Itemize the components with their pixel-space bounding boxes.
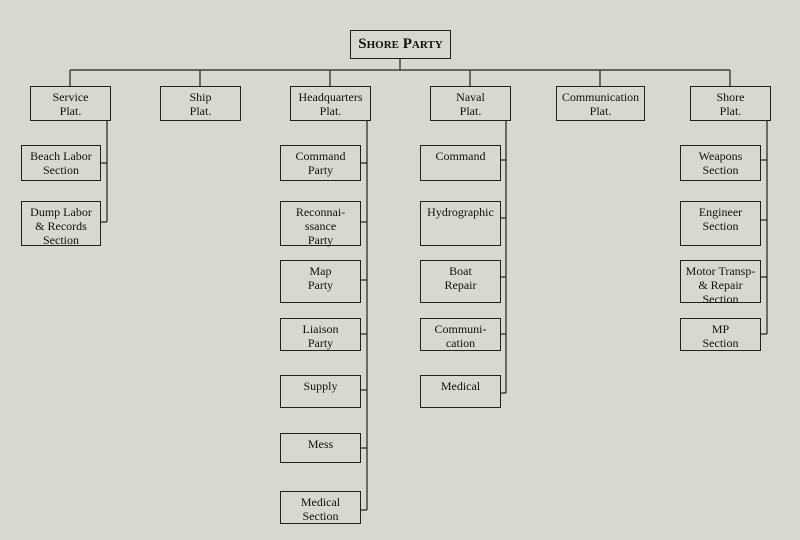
platoon-naval: Naval Plat. [430,86,511,121]
platoon-ship: Ship Plat. [160,86,241,121]
section-supply: Supply [280,375,361,408]
section-naval-communication: Communi- cation [420,318,501,351]
platoon-service: Service Plat. [30,86,111,121]
platoon-communication: Communication Plat. [556,86,645,121]
section-command-party: Command Party [280,145,361,181]
platoon-headquarters: Headquarters Plat. [290,86,371,121]
section-hq-medical: Medical Section [280,491,361,524]
section-mp: MP Section [680,318,761,351]
section-hydrographic: Hydrographic [420,201,501,246]
section-beach-labor: Beach Labor Section [21,145,101,181]
section-dump-labor-records: Dump Labor & Records Section [21,201,101,247]
section-naval-medical: Medical [420,375,501,408]
section-naval-command: Command [420,145,501,181]
section-map-party: Map Party [280,260,361,303]
shore-party-title: Shore Party [350,30,451,59]
section-boat-repair: Boat Repair [420,260,501,303]
section-reconnaissance-party: Reconnai- ssance Party [280,201,361,247]
section-motor-transport-repair: Motor Transp- & Repair Section [680,260,761,306]
platoon-shore: Shore Plat. [690,86,771,121]
section-mess: Mess [280,433,361,463]
section-weapons: Weapons Section [680,145,761,181]
section-liaison-party: Liaison Party [280,318,361,351]
section-engineer: Engineer Section [680,201,761,246]
